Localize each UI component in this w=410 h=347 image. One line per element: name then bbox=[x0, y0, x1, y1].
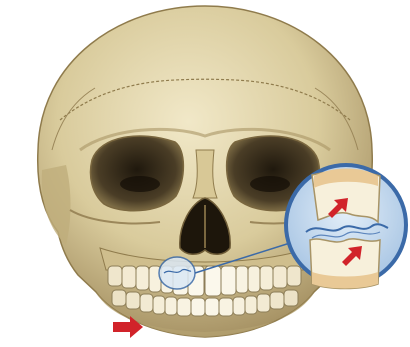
left-orbit-fissure bbox=[120, 176, 160, 192]
nasal-bone bbox=[193, 150, 217, 198]
right-orbit-fissure bbox=[250, 176, 290, 192]
temporal-fossa-left bbox=[42, 165, 71, 245]
zoom-circle-icon bbox=[286, 165, 406, 289]
left-orbit bbox=[91, 136, 184, 211]
